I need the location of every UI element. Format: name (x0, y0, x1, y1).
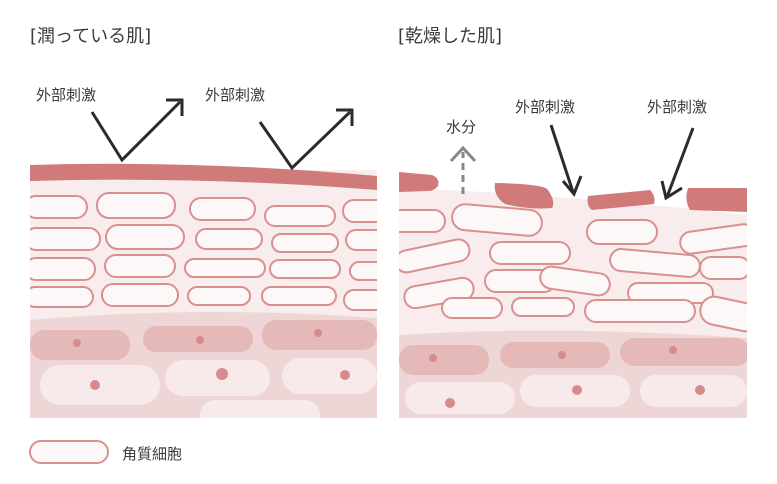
moist-skin-title: [潤っている肌] (30, 26, 152, 47)
stimulus-arrows-left (90, 98, 354, 171)
external-stimulus-label: 外部刺激 (515, 98, 576, 116)
horny-cells (399, 203, 747, 333)
legend-cell-swatch (29, 440, 109, 464)
skin-surface (30, 163, 377, 190)
stimulus-arrows-right (549, 124, 695, 201)
water-loss-arrow (449, 145, 477, 194)
legend-label: 角質細胞 (122, 445, 183, 463)
external-stimulus-label: 外部刺激 (36, 86, 97, 104)
moist-skin-cross-section (30, 163, 377, 418)
flaking-surface (399, 172, 747, 212)
dry-skin-title: [乾燥した肌] (398, 26, 503, 47)
horny-cells (30, 192, 377, 311)
dry-skin-cross-section (399, 172, 747, 418)
external-stimulus-label: 外部刺激 (647, 98, 708, 116)
water-label: 水分 (446, 118, 477, 136)
external-stimulus-label: 外部刺激 (205, 86, 266, 104)
